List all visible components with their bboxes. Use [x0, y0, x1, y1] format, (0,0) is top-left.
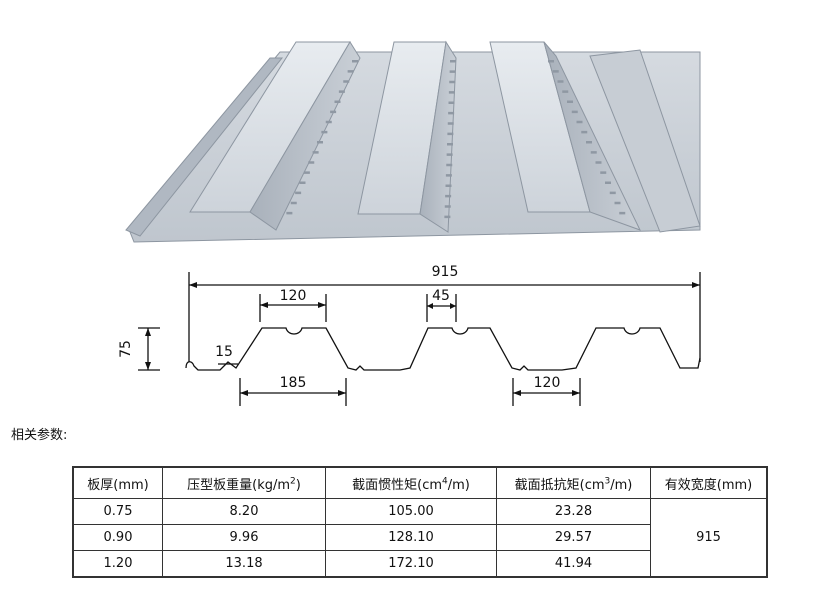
embossing-slot — [590, 151, 597, 154]
embossing-slot — [447, 143, 453, 146]
table-cell: 9.96 — [162, 524, 326, 551]
embossing-slot — [595, 161, 602, 164]
table-cell: 13.18 — [162, 550, 326, 578]
header-cell: 压型板重量(kg/m2) — [162, 466, 326, 499]
embossing-slot — [447, 132, 454, 136]
embossing-slot — [317, 141, 323, 144]
panel-rib-1-side — [249, 41, 361, 231]
embossing-slot — [347, 70, 354, 73]
embossing-slot — [338, 90, 345, 93]
embossing-slot — [444, 205, 451, 208]
panel-embossing — [286, 60, 626, 219]
embossing-slot — [557, 80, 564, 83]
embossing-slot — [445, 174, 452, 177]
embossing-slot — [600, 171, 607, 174]
embossing-slot — [321, 130, 328, 134]
embossing-slot — [450, 60, 456, 63]
profile-outline — [185, 327, 701, 371]
embossing-slot — [562, 90, 569, 93]
embossing-slot — [295, 191, 302, 195]
dim-overall-label: 915 — [432, 264, 459, 280]
table-cell: 0.75 — [72, 498, 163, 525]
table-cell: 128.10 — [325, 524, 497, 551]
header-cell: 有效宽度(mm) — [650, 466, 768, 499]
header-cell: 截面惯性矩(cm4/m) — [325, 466, 497, 499]
embossing-slot — [299, 181, 306, 184]
table-cell: 172.10 — [325, 550, 497, 578]
params-label: 相关参数: — [11, 428, 68, 443]
table-cell: 105.00 — [325, 498, 497, 525]
table-cell: 41.94 — [496, 550, 651, 578]
embossing-slot — [548, 60, 554, 63]
table-cell: 8.20 — [162, 498, 326, 525]
panel-right-slope — [589, 49, 701, 233]
embossing-slot — [448, 111, 455, 115]
embossing-slot — [614, 201, 621, 205]
decking-panel-illustration — [125, 40, 701, 243]
table-row: 0.75 8.20 105.00 23.28 915 — [72, 498, 768, 578]
embossing-slot — [444, 215, 451, 219]
profile-cross-section: 915 120 45 75 15 185 120 — [118, 264, 701, 406]
table-row: 1.20 13.18 172.10 41.94 — [72, 550, 767, 578]
embossing-slot — [567, 100, 573, 103]
header-cell: 板厚(mm) — [72, 466, 163, 499]
header-cell: 截面抵抗矩(cm3/m) — [496, 466, 651, 499]
embossing-slot — [352, 60, 358, 63]
embossing-slot — [446, 163, 453, 167]
embossing-slot — [303, 171, 310, 174]
embossing-slot — [571, 110, 578, 114]
dim-lip-label: 15 — [215, 344, 233, 360]
table-cell: 23.28 — [496, 498, 651, 525]
embossing-slot — [448, 101, 455, 104]
embossing-slot — [447, 122, 454, 125]
dim-bottom-flange-label: 120 — [534, 375, 561, 391]
embossing-slot — [445, 184, 452, 187]
embossing-slot — [330, 110, 337, 114]
dim-height-label: 75 — [118, 340, 134, 358]
embossing-slot — [609, 191, 616, 195]
embossing-slot — [286, 211, 293, 215]
embossing-slot — [325, 120, 332, 124]
table-row: 0.90 9.96 128.10 29.57 — [72, 524, 767, 551]
embossing-slot — [586, 141, 592, 144]
spec-table: 板厚(mm) 压型板重量(kg/m2) 截面惯性矩(cm4/m) 截面抵抗矩(c… — [72, 466, 768, 578]
table-cell: 0.90 — [72, 524, 163, 551]
dim-pitch-label: 185 — [280, 375, 307, 391]
embossing-slot — [581, 130, 588, 134]
embossing-slot — [605, 181, 611, 184]
embossing-slot — [552, 70, 559, 73]
embossing-slot — [334, 100, 341, 103]
effective-width-cell: 915 — [650, 498, 768, 578]
panel-rib-3-side — [543, 41, 641, 231]
embossing-slot — [343, 80, 350, 83]
embossing-slot — [446, 153, 453, 156]
embossing-slot — [445, 194, 452, 198]
dim-groove-label: 45 — [432, 288, 450, 304]
embossing-slot — [448, 91, 455, 94]
embossing-slot — [308, 161, 315, 164]
embossing-slot — [290, 201, 297, 205]
panel-left-lip — [125, 57, 284, 237]
table-cell: 1.20 — [72, 550, 163, 578]
embossing-slot — [619, 211, 626, 215]
dim-top-flange-label: 120 — [280, 288, 307, 304]
embossing-slot — [449, 70, 456, 73]
embossing-slot — [312, 151, 319, 154]
embossing-slot — [449, 80, 456, 84]
embossing-slot — [576, 120, 583, 124]
table-header-row: 板厚(mm) 压型板重量(kg/m2) 截面惯性矩(cm4/m) 截面抵抗矩(c… — [72, 466, 768, 499]
table-cell: 29.57 — [496, 524, 651, 551]
